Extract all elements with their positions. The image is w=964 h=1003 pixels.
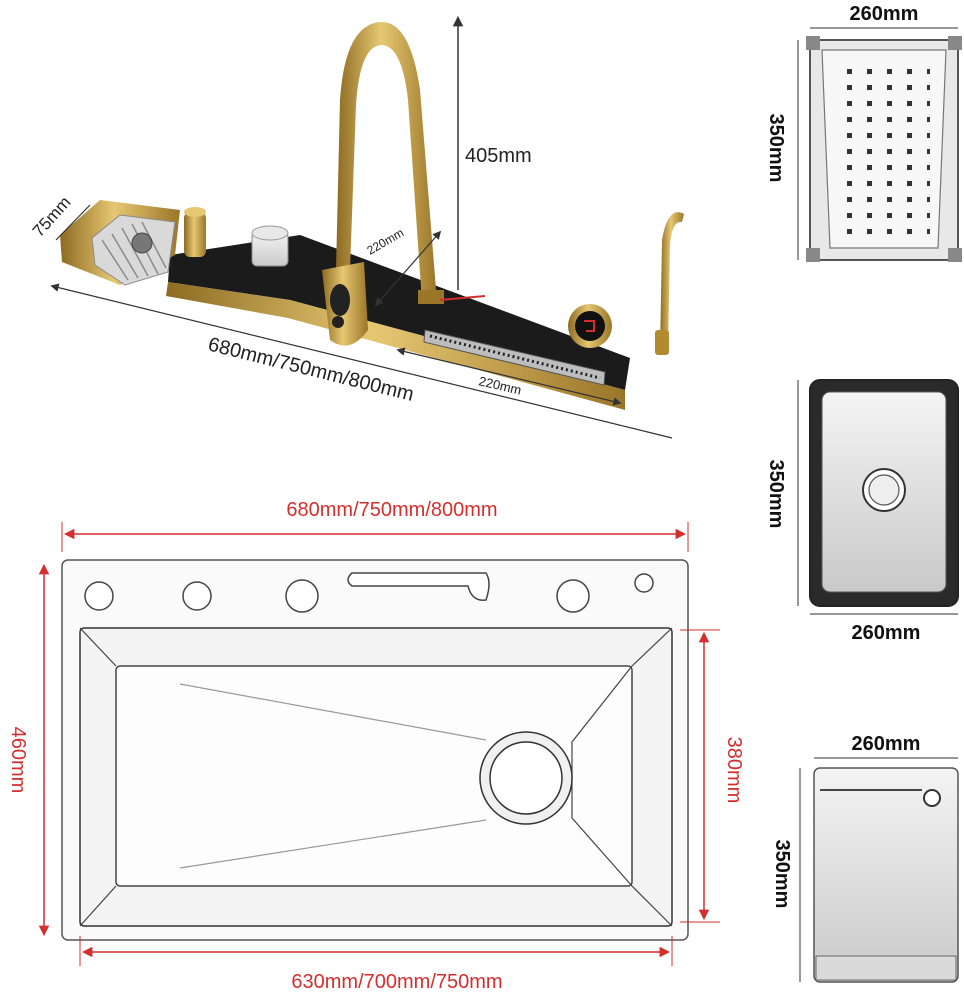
cutting-board-length-label: 350mm <box>771 840 793 909</box>
faucet-width-label: 680mm/750mm/800mm <box>206 334 416 406</box>
spout-reach-line <box>374 230 442 307</box>
sink-plan-dimensions: 680mm/750mm/800mm 630mm/700mm/750mm 460m… <box>7 499 745 993</box>
spout-reach-label: 220mm <box>365 225 407 257</box>
colander-width-label: 260mm <box>850 3 919 25</box>
tap-hole <box>556 579 590 613</box>
side-sprayer <box>660 212 684 350</box>
cutting-board-surface <box>813 767 959 983</box>
panel-dimension-line <box>396 347 622 406</box>
tap-hole-small <box>634 573 654 593</box>
drain-inner <box>489 741 563 815</box>
top-width-label: 680mm/750mm/800mm <box>286 499 497 521</box>
gooseneck-faucet <box>336 21 437 302</box>
waterfall-slot <box>347 572 490 601</box>
faucet-width-line <box>50 283 673 439</box>
cutting-board-accessory: 260mm 350mm <box>771 733 959 983</box>
basin-length-label: 350mm <box>765 460 787 529</box>
cutting-board-hang-hole <box>923 789 941 807</box>
basin-tray-accessory: 260mm 350mm <box>765 379 959 644</box>
depth-dimension-line <box>55 204 91 241</box>
colander-perforations <box>838 64 930 234</box>
faucet-product-illustration <box>60 21 684 410</box>
tap-hole <box>285 579 319 613</box>
tap-hole <box>182 581 212 611</box>
sink-plan-view <box>61 559 689 941</box>
cutting-board-width-label: 260mm <box>852 733 921 755</box>
inner-height-label: 380mm <box>723 737 745 804</box>
height-label: 405mm <box>465 145 532 167</box>
bottom-width-label: 630mm/700mm/750mm <box>291 971 502 993</box>
colander-length-label: 350mm <box>765 114 787 183</box>
cup-washer-knob <box>131 232 153 254</box>
soap-dispenser <box>184 212 206 257</box>
colander-accessory: 260mm 350mm <box>765 3 962 262</box>
basin-width-label: 260mm <box>852 622 921 644</box>
sink-bowl-floor <box>115 665 633 887</box>
tap-hole <box>84 581 114 611</box>
height-label: 460mm <box>7 727 29 794</box>
